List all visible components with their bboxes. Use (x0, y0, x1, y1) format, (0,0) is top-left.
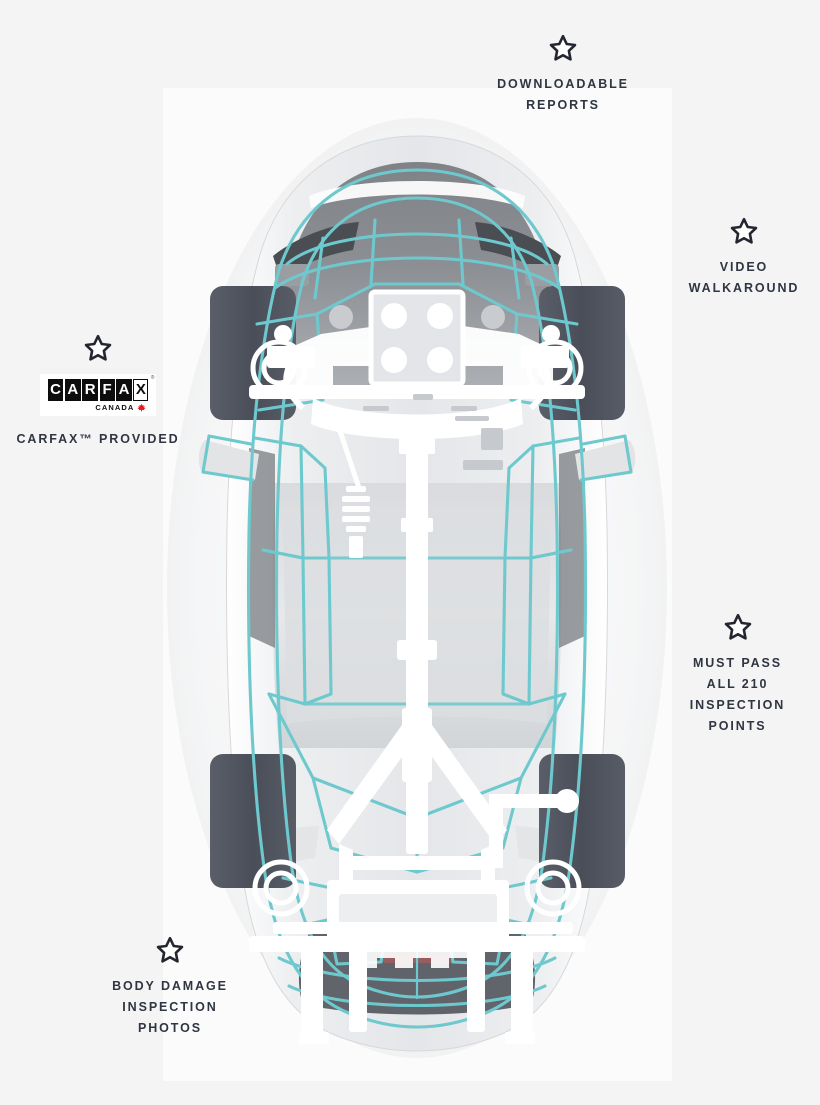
callout-label: CARFAX™ PROVIDED (16, 432, 180, 446)
star-outline-icon (548, 34, 578, 63)
maple-leaf-icon (137, 403, 146, 412)
carfax-letter-a2: A (116, 379, 132, 401)
callout-label: MUST PASS ALL 210 INSPECTION POINTS (689, 656, 786, 733)
star-outline-icon (83, 334, 113, 363)
carfax-letter-f: F (99, 379, 115, 401)
callout-body-damage: BODY DAMAGE INSPECTION PHOTOS (86, 936, 254, 1039)
callout-carfax-provided: ® C A R F A X CANADA CARFAX™ PROVIDED (0, 334, 196, 450)
star-outline-icon (723, 613, 753, 642)
carfax-letter-c: C (47, 379, 64, 401)
carfax-subtitle: CANADA (95, 402, 135, 412)
carfax-letter-r: R (82, 379, 99, 401)
star-outline-icon (155, 936, 185, 965)
carfax-letter-a1: A (64, 379, 81, 401)
callout-downloadable-reports: DOWNLOADABLE REPORTS (455, 34, 671, 116)
carfax-trademark-symbol: ® (150, 375, 155, 381)
callout-label: BODY DAMAGE INSPECTION PHOTOS (112, 979, 228, 1035)
callout-label: DOWNLOADABLE REPORTS (497, 77, 629, 112)
star-outline-icon (729, 217, 759, 246)
carfax-canada-logo: ® C A R F A X CANADA (39, 374, 157, 416)
carfax-letter-row: C A R F A X (47, 379, 149, 401)
callout-label: VIDEO WALKAROUND (688, 260, 800, 295)
carfax-subtitle-row: CANADA (48, 403, 149, 412)
callout-video-walkaround: VIDEO WALKAROUND (668, 217, 820, 299)
vehicle-illustration (163, 88, 672, 1081)
carfax-letter-x: X (133, 379, 149, 401)
callout-inspection-points: MUST PASS ALL 210 INSPECTION POINTS (660, 613, 815, 737)
